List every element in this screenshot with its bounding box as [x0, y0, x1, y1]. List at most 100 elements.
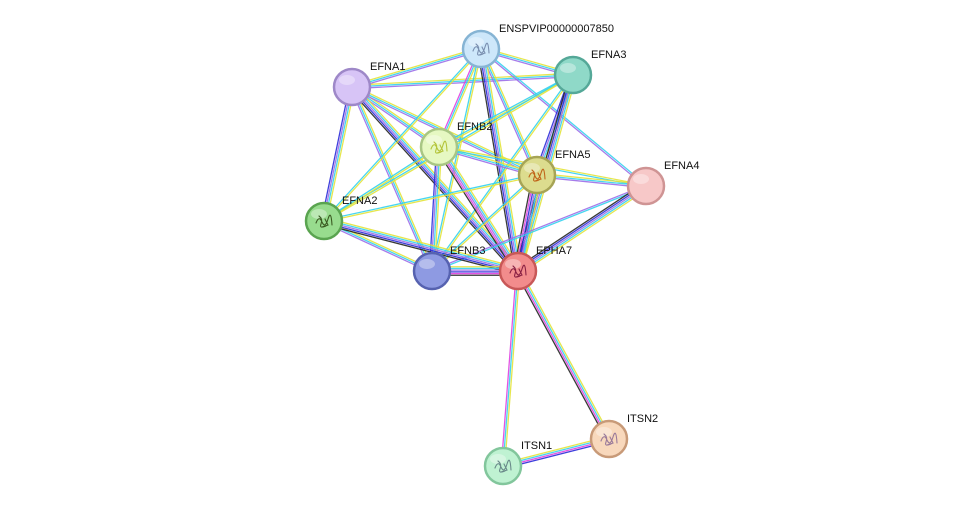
edge-evidence-line — [516, 271, 609, 440]
edge-evidence-line — [441, 144, 522, 270]
node-highlight — [560, 63, 576, 73]
node-efna4[interactable]: EFNA4 — [626, 160, 699, 206]
node-label-enspvip00000007850: ENSPVIP00000007850 — [499, 23, 614, 35]
node-circle[interactable] — [517, 155, 557, 195]
node-efna5[interactable]: EFNA5 — [517, 149, 590, 195]
node-highlight — [311, 209, 327, 219]
edge-evidence-line — [517, 185, 647, 272]
edge-evidence-line — [438, 73, 573, 147]
node-circle[interactable] — [498, 251, 538, 291]
edge-evidence-line — [519, 188, 649, 275]
node-label-efnb2: EFNB2 — [457, 121, 492, 133]
edge-evidence-line — [435, 148, 516, 274]
edge-evidence-line — [433, 147, 443, 272]
edge-evidence-line — [430, 48, 481, 271]
edge-efnb2-epha7[interactable] — [435, 144, 522, 274]
node-circle[interactable] — [553, 55, 593, 95]
node-label-efna3: EFNA3 — [591, 49, 626, 61]
edge-evidence-line — [350, 87, 518, 273]
edge-evidence-line — [352, 76, 574, 90]
node-label-efnb3: EFNB3 — [450, 245, 485, 257]
edge-evidence-line — [437, 147, 518, 273]
edge-evidence-line — [324, 218, 519, 270]
edge-evidence-line — [322, 223, 518, 275]
node-label-efna4: EFNA4 — [664, 160, 699, 172]
protein-structure-icon — [472, 42, 490, 56]
edge-evidence-line — [432, 49, 483, 272]
edge-evidence-line — [518, 270, 611, 439]
edge-evidence-line — [478, 49, 517, 272]
edge-evidence-line — [323, 221, 432, 274]
node-efnb2[interactable]: EFNB2 — [419, 121, 492, 167]
node-label-efna2: EFNA2 — [342, 195, 377, 207]
node-enspvip00000007850[interactable]: ENSPVIP00000007850 — [461, 23, 614, 69]
node-highlight — [490, 454, 506, 464]
edges-layer — [320, 46, 649, 470]
edge-efna2-epha7[interactable] — [322, 217, 520, 275]
edge-efna5-efna2[interactable] — [323, 173, 538, 223]
edge-efna4-epha7[interactable] — [515, 182, 649, 275]
edge-evidence-line — [502, 270, 519, 467]
edge-evidence-line — [481, 47, 647, 186]
edge-evidence-line — [324, 175, 538, 223]
node-circle[interactable] — [461, 29, 501, 69]
edge-evidence-line — [351, 74, 574, 88]
edge-evidence-line — [439, 145, 520, 271]
edge-evidence-line — [351, 46, 481, 86]
edge-evidence-line — [323, 173, 537, 221]
edge-efna1-efna3[interactable] — [351, 72, 574, 90]
node-label-efna1: EFNA1 — [370, 61, 405, 73]
edge-evidence-line — [477, 49, 516, 272]
protein-structure-icon — [509, 264, 527, 278]
edge-evidence-line — [323, 145, 439, 221]
edge-evidence-line — [480, 48, 519, 272]
edge-evidence-line — [351, 48, 482, 88]
protein-structure-icon — [494, 459, 512, 473]
edge-evidence-line — [324, 147, 440, 223]
edge-efna1-efna2[interactable] — [320, 86, 356, 222]
node-epha7[interactable]: EPHA7 — [498, 245, 572, 291]
edge-evidence-line — [324, 217, 520, 269]
node-circle[interactable] — [483, 446, 523, 486]
edge-evidence-line — [352, 50, 482, 90]
node-efnb3[interactable]: EFNB3 — [412, 245, 485, 291]
node-label-itsn2: ITSN2 — [627, 413, 658, 425]
edge-efna3-efnb2[interactable] — [438, 73, 574, 149]
node-label-efna5: EFNA5 — [555, 149, 590, 161]
edge-evidence-line — [518, 186, 648, 273]
edge-evidence-line — [325, 87, 356, 222]
node-itsn1[interactable]: ITSN1 — [483, 440, 552, 486]
edge-enspvip00000007850-efnb3[interactable] — [430, 48, 483, 272]
edge-evidence-line — [438, 146, 519, 272]
protein-structure-icon — [528, 168, 546, 182]
edge-epha7-itsn1[interactable] — [500, 270, 521, 467]
node-efna1[interactable]: EFNA1 — [332, 61, 405, 107]
node-efna2[interactable]: EFNA2 — [304, 195, 377, 241]
edge-evidence-line — [323, 222, 518, 274]
edge-evidence-line — [352, 86, 435, 271]
node-highlight — [505, 259, 521, 269]
edge-evidence-line — [323, 220, 519, 272]
protein-structure-icon — [315, 214, 333, 228]
node-highlight — [419, 259, 435, 269]
node-highlight — [524, 163, 540, 173]
edge-epha7-itsn2[interactable] — [515, 269, 612, 441]
edge-efna1-enspvip00000007850[interactable] — [351, 46, 482, 90]
edge-evidence-line — [519, 269, 612, 439]
node-circle[interactable] — [589, 419, 629, 459]
node-circle[interactable] — [332, 67, 372, 107]
node-circle[interactable] — [626, 166, 666, 206]
edge-evidence-line — [515, 271, 608, 441]
edge-evidence-line — [515, 182, 645, 269]
node-circle[interactable] — [304, 201, 344, 241]
node-circle[interactable] — [419, 127, 459, 167]
node-circle[interactable] — [412, 251, 452, 291]
node-efna3[interactable]: EFNA3 — [553, 49, 626, 95]
edge-efnb2-efna2[interactable] — [323, 145, 440, 223]
edge-efna3-efnb3[interactable] — [430, 74, 575, 272]
node-label-itsn1: ITSN1 — [521, 440, 552, 452]
node-highlight — [633, 174, 649, 184]
edge-enspvip00000007850-efna2[interactable] — [322, 47, 483, 223]
node-itsn2[interactable]: ITSN2 — [589, 413, 658, 459]
